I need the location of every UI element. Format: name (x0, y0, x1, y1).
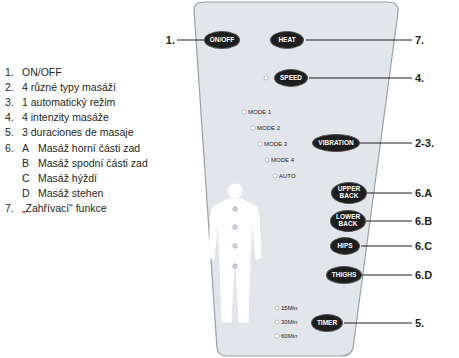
callout-number: 5. (415, 317, 424, 329)
list-number: 6. (5, 143, 14, 155)
list-number: 1. (5, 67, 14, 79)
body-leds (233, 207, 237, 268)
list-item: 1 automatický režim (22, 97, 115, 109)
callout-number: 6.A (415, 187, 432, 199)
button-label: UPPER BACK (337, 186, 361, 200)
callout-number: 7. (415, 34, 424, 46)
indicator-leds (242, 76, 279, 338)
indicator-label: AUTO (279, 173, 296, 180)
indicator-label: MODE 2 (257, 125, 280, 132)
control-button: ON/OFF (204, 31, 241, 49)
list-item: „Zahřívací“ funkce (22, 203, 107, 215)
control-button: HIPS (330, 237, 360, 255)
list-letter: D (22, 188, 30, 200)
list-item: ON/OFF (22, 67, 62, 79)
control-button: TIMER (311, 314, 343, 332)
control-button: VIBRATION (312, 134, 359, 152)
body-figure (209, 184, 261, 322)
control-button: UPPER BACK (331, 182, 367, 204)
indicator-label: 15Min (281, 305, 297, 312)
list-number: 3. (5, 97, 14, 109)
list-number: 2. (5, 82, 14, 94)
remote-body (194, 2, 398, 356)
indicator-label: MODE 4 (271, 157, 294, 164)
callout-number: 4. (415, 72, 424, 84)
control-button: THIGHS (326, 266, 363, 284)
button-label: HIPS (337, 243, 352, 250)
list-item: Masáž horní části zad (38, 143, 140, 155)
callout-number: 1. (166, 34, 175, 46)
indicator-label: MODE 1 (248, 109, 271, 116)
button-label: VIBRATION (318, 140, 353, 147)
button-label: ON/OFF (210, 37, 235, 44)
list-letter: A (22, 143, 29, 155)
callout-number: 2-3. (415, 137, 434, 149)
control-button: LOWER BACK (330, 210, 366, 232)
list-item: Masáž stehen (38, 188, 103, 200)
button-label: TIMER (317, 320, 337, 327)
list-number: 5. (5, 127, 14, 139)
button-label: SPEED (280, 75, 302, 82)
button-label: HEAT (278, 37, 295, 44)
callout-number: 6.C (415, 240, 432, 252)
list-item: Masáž hýždí (38, 173, 97, 185)
list-letter: C (22, 173, 30, 185)
list-letter: B (22, 158, 29, 170)
indicator-label: MODE 3 (264, 141, 287, 148)
callout-number: 6.D (415, 269, 432, 281)
list-item: 4 různé typy masáží (22, 82, 116, 94)
indicator-label: 60Min (281, 333, 297, 340)
leader-lines (177, 40, 412, 323)
control-button: SPEED (274, 69, 308, 87)
list-number: 7. (5, 203, 14, 215)
button-label: LOWER BACK (336, 214, 360, 228)
indicator-label: 30Min (281, 319, 297, 326)
list-item: 3 duraciones de masaje (22, 127, 134, 139)
list-item: Masáž spodní části zad (38, 158, 148, 170)
control-button: HEAT (270, 31, 304, 49)
list-item: 4 intenzity masáže (22, 112, 109, 124)
button-label: THIGHS (332, 272, 357, 279)
list-number: 4. (5, 112, 14, 124)
callout-number: 6.B (415, 215, 432, 227)
